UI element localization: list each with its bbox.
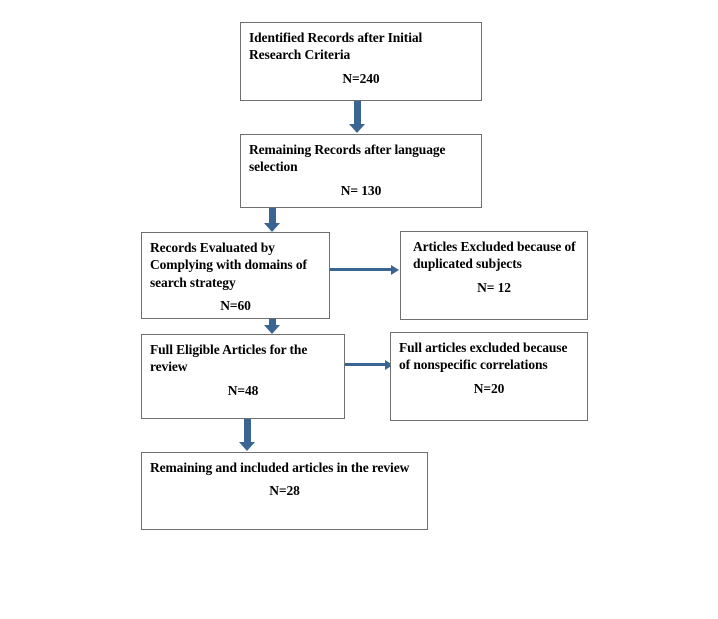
- node-remaining-records-title: Remaining Records after language selecti…: [249, 142, 446, 175]
- connector-full-eligible-to-nonspecific-shaft: [345, 363, 386, 366]
- node-records-evaluated-title: Records Evaluated by Complying with doma…: [150, 240, 307, 290]
- node-articles-excluded-nonspecific-count: N=20: [473, 380, 505, 396]
- node-included-articles-title: Remaining and included articles in the r…: [150, 460, 410, 475]
- node-records-evaluated-count: N=60: [220, 297, 251, 313]
- node-full-eligible-articles-title: Full Eligible Articles for the review: [150, 342, 308, 375]
- node-identified-records-title: Identified Records after Initial Researc…: [249, 30, 423, 63]
- connector-evaluated-to-duplicates-arrowhead-icon: [391, 265, 399, 275]
- node-articles-excluded-duplicates-count: N= 12: [477, 279, 511, 295]
- connector-remaining-to-evaluated-arrowhead-icon: [264, 223, 280, 232]
- node-articles-excluded-duplicates-title: Articles Excluded because of duplicated …: [413, 239, 576, 272]
- connector-remaining-to-evaluated-shaft: [269, 208, 276, 224]
- node-remaining-records: Remaining Records after language selecti…: [240, 134, 482, 208]
- connector-evaluated-to-full-eligible-arrowhead-icon: [264, 325, 280, 334]
- node-identified-records-count: N=240: [342, 70, 380, 86]
- connector-evaluated-to-full-eligible-shaft: [269, 319, 276, 326]
- node-full-eligible-articles-count: N=48: [227, 382, 259, 398]
- node-articles-excluded-duplicates: Articles Excluded because of duplicated …: [400, 231, 588, 320]
- node-articles-excluded-nonspecific-title: Full articles excluded because of nonspe…: [399, 340, 568, 373]
- node-articles-excluded-nonspecific: Full articles excluded because of nonspe…: [390, 332, 588, 421]
- connector-identified-to-remaining-shaft: [354, 101, 361, 125]
- node-included-articles-count: N=28: [269, 483, 300, 499]
- connector-full-eligible-to-included-arrowhead-icon: [239, 442, 255, 451]
- connector-evaluated-to-duplicates-shaft: [330, 268, 392, 271]
- node-identified-records: Identified Records after Initial Researc…: [240, 22, 482, 101]
- connector-full-eligible-to-included-shaft: [244, 419, 251, 443]
- node-full-eligible-articles: Full Eligible Articles for the review N=…: [141, 334, 345, 419]
- node-remaining-records-count: N= 130: [340, 182, 382, 198]
- connector-full-eligible-to-nonspecific-arrowhead-icon: [385, 360, 393, 370]
- connector-identified-to-remaining-arrowhead-icon: [349, 124, 365, 133]
- node-included-articles: Remaining and included articles in the r…: [141, 452, 428, 530]
- node-records-evaluated: Records Evaluated by Complying with doma…: [141, 232, 330, 319]
